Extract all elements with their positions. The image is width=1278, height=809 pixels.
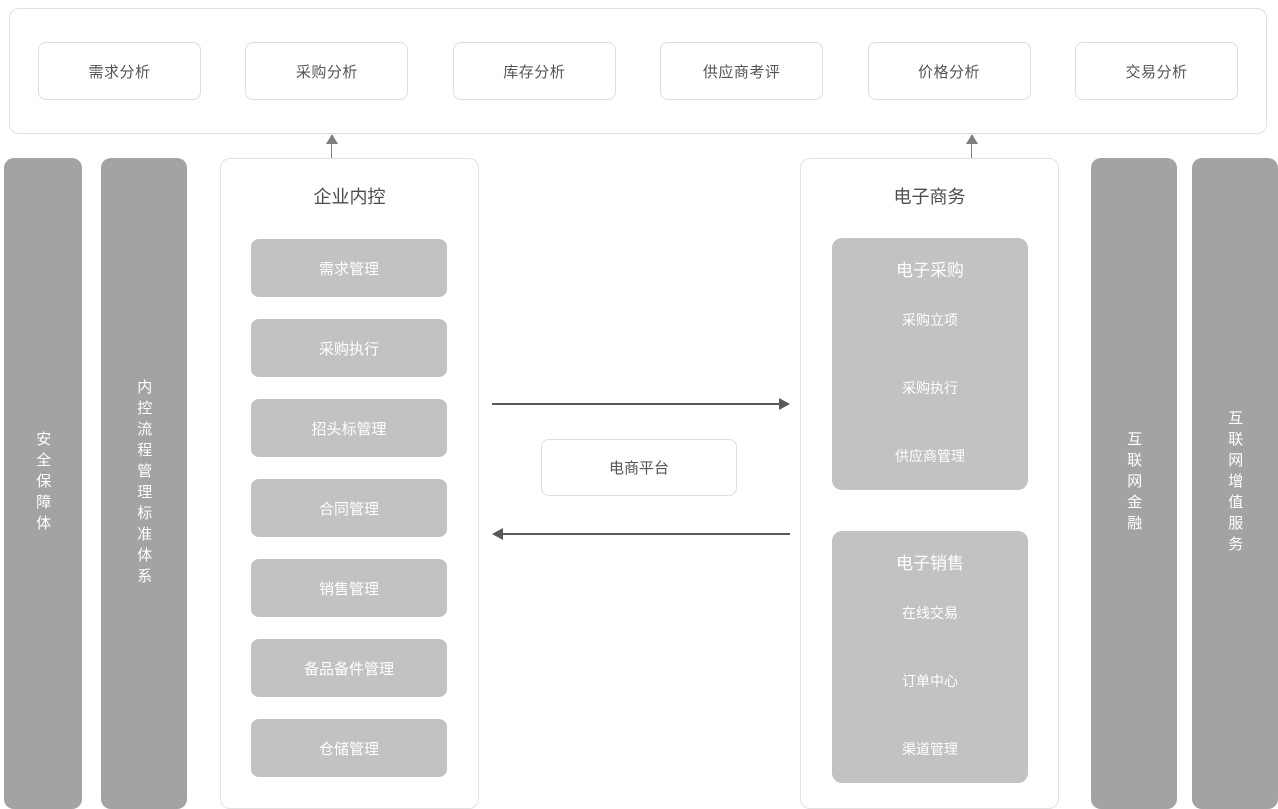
arrow-shaft [492, 403, 780, 405]
block-sales-management[interactable]: 销售管理 [251, 559, 447, 617]
group-electronic-procurement[interactable]: 电子采购 采购立项 采购执行 供应商管理 [832, 238, 1028, 490]
side-column-internet-value-added-services[interactable]: 互联网增值服务 [1192, 158, 1278, 809]
block-label: 采购执行 [318, 339, 379, 358]
analysis-card-demand[interactable]: 需求分析 [38, 42, 201, 100]
panel-title: 电子商务 [893, 187, 966, 208]
panel-title: 企业内控 [313, 187, 386, 208]
block-purchase-execution[interactable]: 采购执行 [251, 319, 447, 377]
group-item-channel-management[interactable]: 渠道管理 [902, 742, 958, 758]
analysis-card-purchase[interactable]: 采购分析 [245, 42, 409, 100]
group-item-procurement-initiation[interactable]: 采购立项 [902, 313, 958, 329]
arrow-head [779, 398, 790, 410]
up-arrow-icon-internal-control [324, 134, 340, 158]
analytics-card-list: 需求分析 采购分析 库存分析 供应商考评 价格分析 交易分析 [10, 9, 1266, 133]
analysis-card-label: 需求分析 [88, 62, 151, 81]
analysis-card-label: 库存分析 [503, 62, 566, 81]
analysis-card-inventory[interactable]: 库存分析 [452, 42, 616, 100]
arrow-head [492, 528, 503, 540]
side-column-security-assurance[interactable]: 安全保障体 [4, 158, 82, 809]
block-contract-management[interactable]: 合同管理 [251, 479, 447, 537]
arrow-head [966, 134, 978, 144]
panel-ecommerce: 电子商务 电子采购 采购立项 采购执行 供应商管理 电子销售 在线交易 订单中心… [800, 158, 1059, 809]
block-label: 销售管理 [318, 579, 379, 598]
group-title: 电子采购 [896, 261, 964, 281]
block-label: 备品备件管理 [303, 659, 394, 678]
group-item-online-trading[interactable]: 在线交易 [902, 606, 958, 622]
block-label: 仓储管理 [318, 739, 379, 758]
group-item-supplier-management[interactable]: 供应商管理 [895, 449, 965, 465]
group-electronic-sales[interactable]: 电子销售 在线交易 订单中心 渠道管理 [832, 531, 1028, 783]
block-label: 合同管理 [318, 499, 379, 518]
block-label: 需求管理 [318, 259, 379, 278]
group-item-list: 在线交易 订单中心 渠道管理 [832, 579, 1028, 783]
side-column-label: 安全保障体 [34, 431, 53, 536]
up-arrow-icon-ecommerce [964, 134, 980, 158]
block-label: 招头标管理 [311, 419, 387, 438]
analysis-card-supplier-evaluation[interactable]: 供应商考评 [660, 42, 824, 100]
platform-label: 电商平台 [608, 459, 669, 477]
analysis-card-label: 供应商考评 [702, 62, 781, 81]
group-item-list: 采购立项 采购执行 供应商管理 [832, 286, 1028, 490]
arrow-icon-to-ecommerce [492, 398, 790, 410]
group-title: 电子销售 [896, 554, 964, 574]
group-item-order-center[interactable]: 订单中心 [902, 674, 958, 690]
panel-internal-control: 企业内控 需求管理 采购执行 招头标管理 合同管理 销售管理 备品备件管理 仓储… [220, 158, 479, 809]
analysis-card-label: 采购分析 [295, 62, 358, 81]
group-item-procurement-execution[interactable]: 采购执行 [902, 381, 958, 397]
arrow-shaft [331, 140, 333, 158]
arrow-icon-to-internal-control [492, 528, 790, 540]
platform-box-ecommerce-platform[interactable]: 电商平台 [541, 439, 737, 496]
side-column-label: 内控流程管理标准体系 [135, 378, 154, 589]
analysis-card-price[interactable]: 价格分析 [867, 42, 1031, 100]
analysis-card-transaction[interactable]: 交易分析 [1074, 42, 1238, 100]
block-warehouse-management[interactable]: 仓储管理 [251, 719, 447, 777]
side-column-label: 互联网金融 [1125, 431, 1144, 536]
side-column-internet-finance[interactable]: 互联网金融 [1091, 158, 1177, 809]
arrow-head [326, 134, 338, 144]
block-bidding-management[interactable]: 招头标管理 [251, 399, 447, 457]
arrow-shaft [971, 140, 973, 158]
analysis-card-label: 交易分析 [1125, 62, 1188, 81]
block-demand-management[interactable]: 需求管理 [251, 239, 447, 297]
analytics-bar: 需求分析 采购分析 库存分析 供应商考评 价格分析 交易分析 [9, 8, 1267, 134]
analysis-card-label: 价格分析 [918, 62, 981, 81]
arrow-shaft [502, 533, 790, 535]
side-column-label: 互联网增值服务 [1226, 410, 1245, 557]
block-spare-parts-management[interactable]: 备品备件管理 [251, 639, 447, 697]
side-column-internal-control-standards[interactable]: 内控流程管理标准体系 [101, 158, 187, 809]
